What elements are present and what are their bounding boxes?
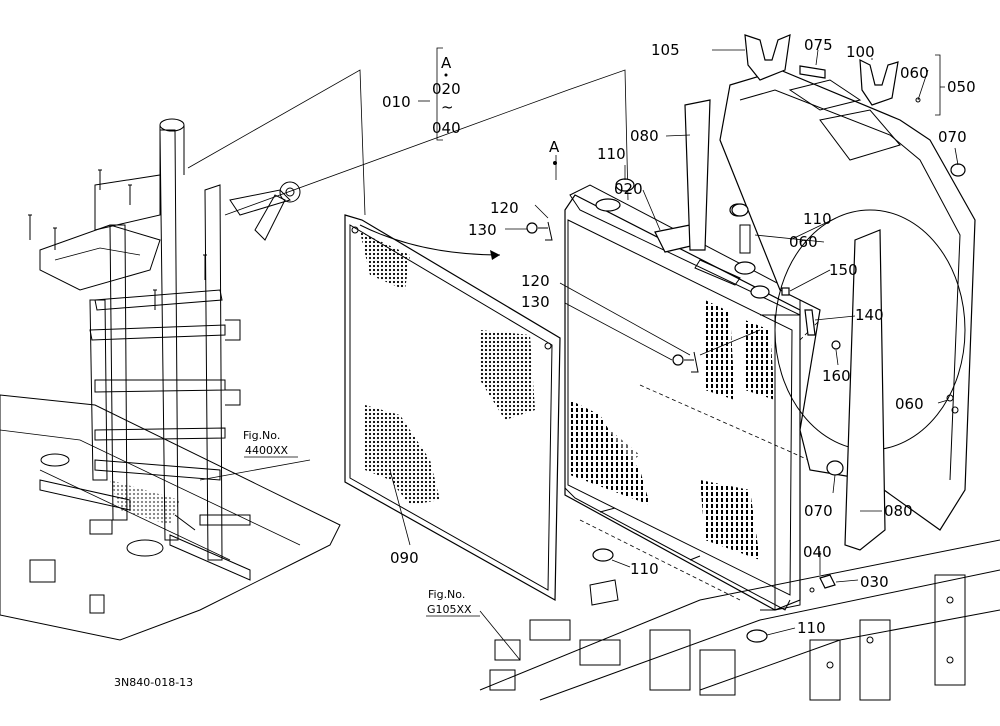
callout-100: 100 (846, 43, 875, 61)
callout-150: 150 (829, 261, 858, 279)
fig-ref-code-2: G105XX (427, 603, 472, 616)
drawing-code: 3N840-018-13 (114, 676, 193, 689)
callout-080-top: 080 (630, 127, 659, 145)
callout-090: 090 (390, 549, 419, 567)
callout-120-top: 120 (490, 199, 519, 217)
callout-labels: 010 A 020 ~ 040 A 105 075 100 060 050 07… (382, 36, 976, 637)
callout-040: 040 (803, 543, 832, 561)
callout-110-top: 110 (597, 145, 626, 163)
callout-110-bottom-1: 110 (630, 560, 659, 578)
fig-ref-code-1: 4400XX (245, 444, 289, 457)
a-top-marker-dot (444, 73, 448, 77)
radiator (564, 184, 831, 611)
fig-ref-label-2: Fig.No. (428, 588, 465, 601)
lower-frame (479, 539, 1000, 701)
callout-140: 140 (855, 306, 884, 324)
callout-a-top: A (441, 54, 452, 72)
callout-130-top: 130 (468, 221, 497, 239)
callout-060-mid: 060 (789, 233, 818, 251)
callout-160: 160 (822, 367, 851, 385)
leader-lines (389, 47, 959, 661)
figure-references: Fig.No. 4400XX Fig.No. G105XX 3N840-018-… (114, 429, 480, 689)
callout-020-cap: 020 (614, 180, 643, 198)
callout-120-mid: 120 (521, 272, 550, 290)
callout-060-top: 060 (900, 64, 929, 82)
callout-080-low: 080 (884, 502, 913, 520)
callout-030: 030 (860, 573, 889, 591)
callout-105: 105 (651, 41, 680, 59)
callout-075: 075 (804, 36, 833, 54)
callout-070-low: 070 (804, 502, 833, 520)
seal-strips (684, 99, 886, 551)
guide-lines (187, 69, 629, 216)
callout-110-bottom-2: 110 (797, 619, 826, 637)
callout-070-top: 070 (938, 128, 967, 146)
top-parts (592, 34, 899, 643)
callout-020: 020 (432, 80, 461, 98)
callout-050: 050 (947, 78, 976, 96)
callout-060-low: 060 (895, 395, 924, 413)
callout-130-mid: 130 (521, 293, 550, 311)
callout-tilde: ~ (441, 98, 454, 116)
callout-110-right: 110 (803, 210, 832, 228)
callout-010: 010 (382, 93, 411, 111)
callout-040-range: 040 (432, 119, 461, 137)
a-marker-dot (553, 161, 557, 165)
frame-assembly (0, 118, 341, 641)
callout-a-radiator: A (549, 138, 560, 156)
fig-ref-label-1: Fig.No. (243, 429, 280, 442)
small-hardware (526, 221, 841, 593)
